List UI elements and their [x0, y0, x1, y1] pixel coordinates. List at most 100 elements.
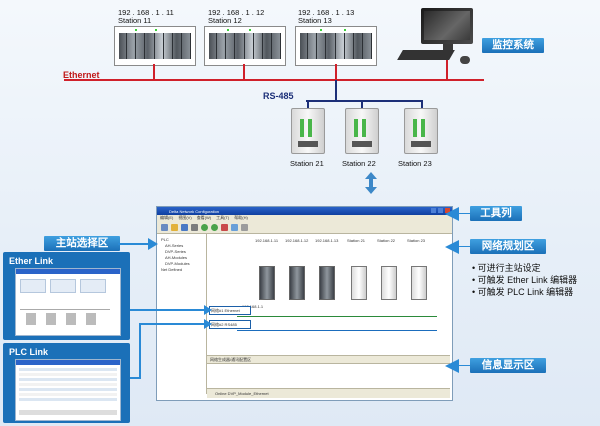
toolbar-settings-icon[interactable]: [241, 224, 248, 231]
toolbar-connector: [451, 213, 471, 214]
toolbar-save-icon[interactable]: [181, 224, 188, 231]
canvas-device-12[interactable]: [289, 266, 305, 300]
window-title: Delta Network Configuration: [169, 209, 220, 214]
tree-item-net-defined[interactable]: Net Defined: [161, 267, 183, 272]
toolbar-online-icon[interactable]: [231, 224, 238, 231]
ether-link-screenshot: [15, 268, 121, 336]
plc-link-screenshot: [15, 359, 121, 421]
canvas-device-13[interactable]: [319, 266, 335, 300]
bidirectional-arrow-icon: [365, 172, 377, 194]
info-display-panel: [207, 363, 450, 389]
toolbar-print-icon[interactable]: [191, 224, 198, 231]
slave-station-23: [404, 108, 438, 154]
canvas-device-21[interactable]: [351, 266, 367, 300]
tree-item-ah-series[interactable]: AH-Series: [165, 243, 184, 248]
plc-link-panel: PLC Link: [3, 343, 130, 423]
station-22-name: Station 22: [342, 159, 376, 168]
info-display-connector: [455, 365, 471, 366]
network-planning-arrow-icon: [445, 240, 459, 254]
toolbar-area-label: 工具列: [470, 206, 522, 221]
bullet-3: • 可触发 PLC Link 编辑器: [472, 287, 574, 297]
window-titlebar: Delta Network Configuration: [157, 207, 452, 215]
network-item-ethernet-label: 网络#1 Ethernet: [211, 308, 240, 313]
info-display-label: 信息显示区: [470, 358, 546, 373]
canvas-network-line-1: [237, 316, 437, 317]
toolbar-new-icon[interactable]: [161, 224, 168, 231]
tree-item-dvp-modules[interactable]: DVP-Modules: [165, 261, 190, 266]
ethernet-line: [64, 79, 484, 81]
device-label-22: Station 22: [377, 238, 396, 243]
monitor-system-label: 监控系统: [482, 38, 544, 53]
window-menubar: 编辑(E) 视图(V) 查看(W) 工具(T) 帮助(H): [157, 215, 452, 222]
canvas-network-line-2: [237, 330, 437, 331]
device-label-23: Station 23: [407, 238, 426, 243]
rs485-drop-22: [361, 100, 363, 110]
network-status-text: 网络生成器/通讯配置区: [210, 357, 252, 362]
menu-help[interactable]: 帮助(H): [234, 215, 248, 220]
toolbar-download-icon[interactable]: [201, 224, 208, 231]
network-status-row: 网络生成器/通讯配置区: [207, 355, 450, 363]
station-13-name: Station 13: [298, 16, 332, 25]
station-13-ip: 192 . 168 . 1 . 13: [298, 8, 355, 17]
ether-link-panel: Ether Link: [3, 252, 130, 340]
master-select-label: 主站选择区: [44, 236, 120, 251]
info-status-row: Online DVP_Module_Ethernet: [207, 388, 450, 398]
tree-item-plc[interactable]: PLC: [161, 237, 169, 242]
tree-item-dvp-series[interactable]: DVP-Series: [165, 249, 186, 254]
bullet-1: • 可进行主站设定: [472, 263, 541, 273]
master-select-arrow-icon: [118, 238, 158, 250]
rs485-drop-21: [307, 100, 309, 110]
menu-check[interactable]: 查看(W): [196, 215, 212, 220]
window-close-icon[interactable]: [445, 208, 450, 213]
plc-station-11: [114, 26, 196, 66]
rs485-line: [306, 100, 423, 102]
canvas-address: 192.168.1.1: [242, 304, 264, 309]
canvas-device-22[interactable]: [381, 266, 397, 300]
rs485-riser: [335, 80, 337, 100]
network-planning-connector: [455, 246, 471, 247]
device-label-21: Station 21: [347, 238, 366, 243]
network-canvas: 192.168.1.11 192.168.1.12 192.168.1.13 S…: [207, 234, 450, 355]
window-maximize-icon[interactable]: [438, 208, 443, 213]
device-tree-panel: PLC AH-Series DVP-Series AH-Modules DVP-…: [158, 234, 207, 394]
bullet-2: • 可触发 Ether Link 编辑器: [472, 275, 578, 285]
window-toolbar: [157, 222, 452, 234]
plc-station-13: [295, 26, 377, 66]
plc-station-12: [204, 26, 286, 66]
canvas-device-23[interactable]: [411, 266, 427, 300]
ethernet-drop-12: [243, 64, 245, 80]
tree-item-ah-modules[interactable]: AH-Modules: [165, 255, 188, 260]
device-label-11: 192.168.1.11: [255, 238, 279, 243]
device-label-13: 192.168.1.13: [315, 238, 339, 243]
slave-station-22: [345, 108, 379, 154]
station-12-ip: 192 . 168 . 1 . 12: [208, 8, 265, 17]
station-23-name: Station 23: [398, 159, 432, 168]
rs485-label: RS-485: [263, 91, 294, 101]
ethernet-drop-13: [335, 64, 337, 80]
toolbar-arrow-icon: [445, 207, 459, 221]
info-status-text: Online DVP_Module_Ethernet: [215, 391, 269, 396]
canvas-device-11[interactable]: [259, 266, 275, 300]
toolbar-stop-icon[interactable]: [221, 224, 228, 231]
menu-view[interactable]: 视图(V): [178, 215, 192, 220]
toolbar-upload-icon[interactable]: [211, 224, 218, 231]
ethernet-drop-pc: [446, 60, 448, 80]
slave-station-21: [291, 108, 325, 154]
window-minimize-icon[interactable]: [431, 208, 436, 213]
menu-tools[interactable]: 工具(T): [216, 215, 230, 220]
ethernet-drop-11: [153, 64, 155, 80]
network-item-rs485-label: 网络#2 RS485: [211, 322, 237, 327]
device-label-12: 192.168.1.12: [285, 238, 309, 243]
ethernet-label: Ethernet: [63, 70, 100, 80]
network-planning-label: 网络规划区: [470, 239, 546, 254]
plc-link-title: PLC Link: [9, 347, 49, 357]
toolbar-open-icon[interactable]: [171, 224, 178, 231]
software-window: Delta Network Configuration 编辑(E) 视图(V) …: [156, 206, 453, 401]
menu-edit[interactable]: 编辑(E): [160, 215, 174, 220]
station-11-name: Station 11: [118, 16, 152, 25]
station-11-ip: 192 . 168 . 1 . 11: [118, 8, 174, 17]
info-display-arrow-icon: [445, 359, 459, 373]
station-21-name: Station 21: [290, 159, 324, 168]
rs485-drop-23: [421, 100, 423, 110]
